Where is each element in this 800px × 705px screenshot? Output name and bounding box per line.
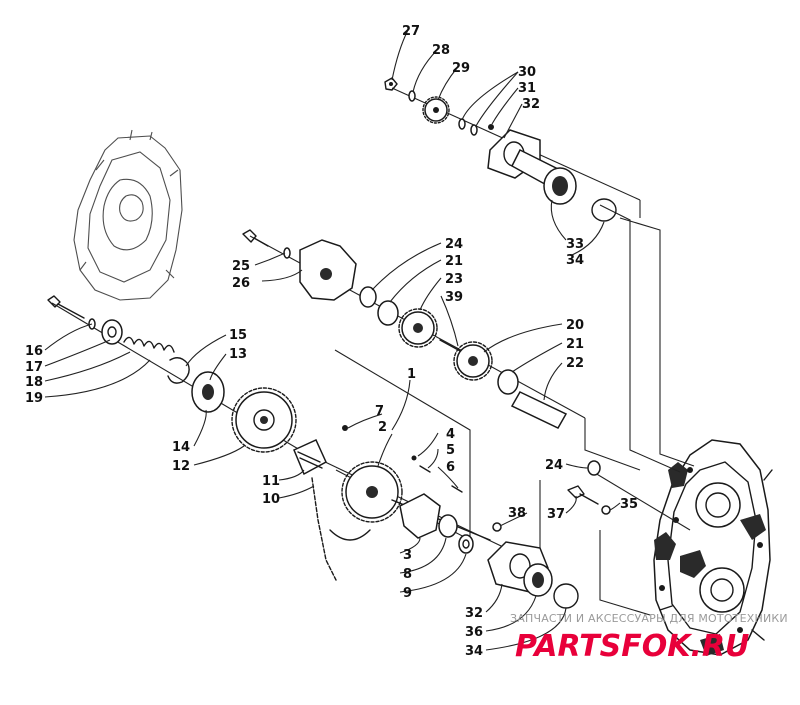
callout-1: 1 xyxy=(407,367,416,382)
watermark: ЗАПЧАСТИ И АКСЕССУАРЫ ДЛЯ МОТОТЕХНИКИ PA… xyxy=(510,612,788,664)
callout-28: 28 xyxy=(432,43,450,58)
watermark-brand-right: .RU xyxy=(691,629,750,664)
watermark-brand-mid: FOK xyxy=(621,629,693,664)
callout-23: 23 xyxy=(445,272,463,287)
housing-cover-left xyxy=(73,129,183,301)
callout-37: 37 xyxy=(547,507,565,522)
callout-39: 39 xyxy=(445,290,463,305)
callout-20: 20 xyxy=(566,318,584,333)
drive-sprocket-assembly xyxy=(47,295,371,581)
sprocket-20 xyxy=(453,341,493,381)
lower-bearing-assembly xyxy=(487,460,611,609)
callout-33: 33 xyxy=(566,237,584,252)
callout-4: 4 xyxy=(446,427,455,442)
callout-24b: 24 xyxy=(545,458,563,473)
callout-16: 16 xyxy=(25,344,43,359)
callout-29: 29 xyxy=(452,61,470,76)
callout-17: 17 xyxy=(25,360,43,375)
callout-2: 2 xyxy=(378,420,387,435)
sprocket-12 xyxy=(231,387,297,453)
top-shaft-assembly xyxy=(384,77,617,222)
sprocket-23 xyxy=(398,308,438,348)
callout-labels: 27 28 29 30 31 32 33 34 24 21 23 39 25 2… xyxy=(25,24,638,659)
callout-11: 11 xyxy=(262,474,280,489)
callout-15: 15 xyxy=(229,328,247,343)
callout-34b: 34 xyxy=(465,644,483,659)
callout-34: 34 xyxy=(566,253,584,268)
callout-25: 25 xyxy=(232,259,250,274)
callout-3: 3 xyxy=(403,548,412,563)
callout-13: 13 xyxy=(229,347,247,362)
callout-27: 27 xyxy=(402,24,420,39)
watermark-brand-left: PARTS xyxy=(515,629,621,664)
callout-32b: 32 xyxy=(465,606,483,621)
callout-8: 8 xyxy=(403,567,412,582)
gear-2 xyxy=(341,461,403,523)
callout-9: 9 xyxy=(403,586,412,601)
callout-5: 5 xyxy=(446,443,455,458)
watermark-caption: ЗАПЧАСТИ И АКСЕССУАРЫ ДЛЯ МОТОТЕХНИКИ xyxy=(510,612,788,625)
callout-22: 22 xyxy=(566,356,584,371)
callout-21: 21 xyxy=(445,254,463,269)
callout-24: 24 xyxy=(445,237,463,252)
axis-lines xyxy=(51,87,695,616)
callout-6: 6 xyxy=(446,460,455,475)
callout-38: 38 xyxy=(508,506,526,521)
callout-36: 36 xyxy=(465,625,483,640)
callout-19: 19 xyxy=(25,391,43,406)
callout-7: 7 xyxy=(375,404,384,419)
leader-lines xyxy=(44,29,621,651)
jackshaft-assembly xyxy=(242,229,568,429)
callout-12: 12 xyxy=(172,459,190,474)
center-gear-assembly xyxy=(341,425,502,554)
callout-21b: 21 xyxy=(566,337,584,352)
callout-31: 31 xyxy=(518,81,536,96)
gearcase-housing-right xyxy=(653,439,773,656)
callout-14: 14 xyxy=(172,440,190,455)
callout-30: 30 xyxy=(518,65,536,80)
callout-26: 26 xyxy=(232,276,250,291)
callout-18: 18 xyxy=(25,375,43,390)
callout-10: 10 xyxy=(262,492,280,507)
callout-35: 35 xyxy=(620,497,638,512)
sprocket-29 xyxy=(422,96,450,124)
callout-32: 32 xyxy=(522,97,540,112)
watermark-brand: PARTSFOK.RU xyxy=(515,629,749,664)
